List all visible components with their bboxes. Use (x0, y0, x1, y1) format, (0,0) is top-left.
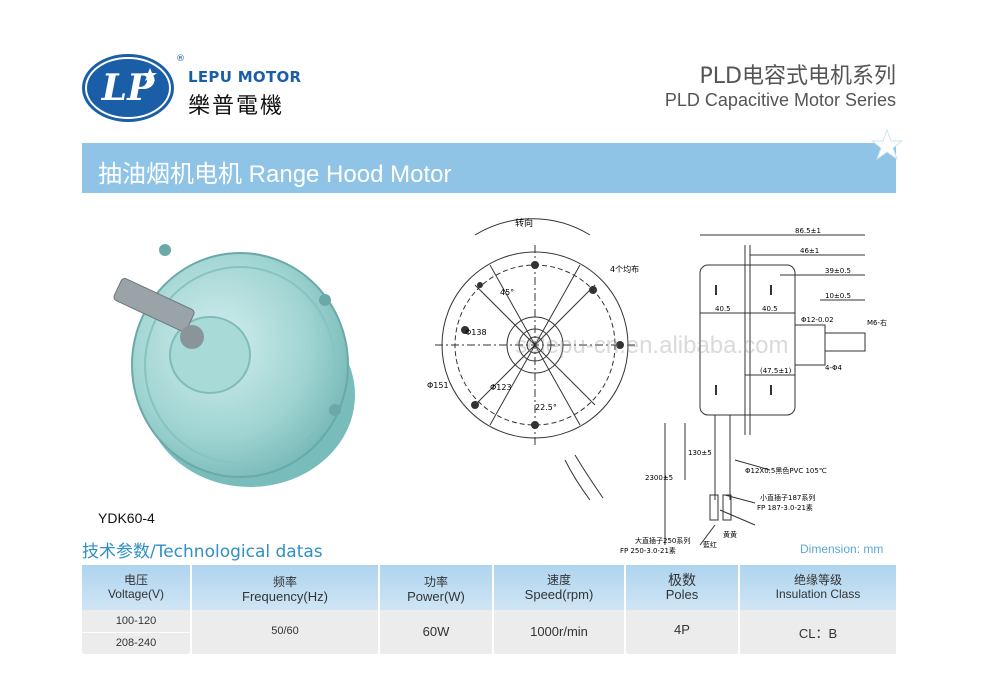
label-405b: 40.5 (762, 305, 778, 313)
label-475: (47.5±1) (760, 367, 792, 375)
watermark: sdlepu-cn.en.alibaba.com (515, 332, 789, 359)
label-m6: M6-右 (867, 318, 887, 327)
label-130: 130±5 (688, 449, 712, 457)
label-46: 46±1 (800, 247, 819, 255)
label-term-small: 小直插子187系列 (760, 493, 815, 502)
label-dia123: Φ123 (490, 383, 512, 392)
label-2300: 2300±5 (645, 474, 673, 482)
label-flat: 4-Φ4 (825, 364, 842, 372)
series-title-cn: PLD电容式电机系列 (699, 64, 896, 89)
header-frequency: 频率 Frequency(Hz) (192, 565, 378, 610)
label-225: 22.5° (535, 403, 557, 412)
registered-mark: ® (176, 54, 185, 64)
header-speed: 速度 Speed(rpm) (494, 565, 624, 610)
star-icon (870, 128, 904, 161)
label-dia151: Φ151 (427, 381, 449, 390)
header-voltage: 电压 Voltage(V) (82, 565, 190, 610)
label-holes: 4个均布 (610, 264, 639, 274)
header-poles: 极数 Poles (626, 565, 738, 610)
spec-title: 技术参数/Technological datas (82, 542, 323, 562)
label-10: 10±0.5 (825, 292, 851, 300)
front-view-drawing: 转向 4个均布 45° 22.5° Φ138 Φ123 Φ151 (427, 217, 639, 500)
label-wire: Φ12X0.5黑色PVC 105℃ (745, 466, 827, 475)
label-39: 39±0.5 (825, 267, 851, 275)
label-45: 45° (500, 288, 514, 297)
side-view-drawing: 86.5±1 46±1 39±0.5 10±0.5 40.5 40.5 (47.… (620, 227, 887, 555)
cell-speed: 1000r/min (494, 610, 624, 654)
motor-photo (113, 244, 355, 487)
dimension-unit: Dimension: mm (800, 542, 884, 556)
label-405a: 40.5 (715, 305, 731, 313)
cell-poles: 4P (626, 610, 738, 654)
cell-insulation: CL：B (740, 610, 896, 654)
label-term-small-fp: FP 187-3.0-21素 (757, 503, 813, 512)
header-power: 功率 Power(W) (380, 565, 492, 610)
label-rotation: 转向 (515, 217, 533, 229)
page-title: 抽油烟机电机 Range Hood Motor (98, 161, 452, 188)
voltage-row-divider (82, 632, 190, 633)
label-term-big: 大直插子250系列 (635, 536, 690, 545)
label-term-big-fp: FP 250-3.0-21素 (620, 546, 676, 555)
brand-name-en: LEPU MOTOR (188, 68, 302, 86)
model-number: YDK60-4 (98, 510, 155, 526)
cell-frequency: 50/60 (192, 610, 378, 654)
lepu-logo: LP (82, 54, 174, 122)
label-yellow: 黄黄 (723, 530, 737, 539)
label-dia138: Φ138 (465, 328, 487, 337)
series-title-en: PLD Capacitive Motor Series (664, 90, 896, 110)
label-red: 藍红 (703, 540, 717, 549)
spec-table: 电压 Voltage(V) 频率 Frequency(Hz) 功率 Power(… (82, 565, 896, 654)
label-865: 86.5±1 (795, 227, 821, 235)
title-banner (82, 143, 896, 193)
label-dia12: Φ12-0.02 (801, 316, 834, 324)
brand-name-cn: 樂普電機 (188, 94, 285, 119)
header-insulation: 绝缘等级 Insulation Class (740, 565, 896, 610)
cell-power: 60W (380, 610, 492, 654)
